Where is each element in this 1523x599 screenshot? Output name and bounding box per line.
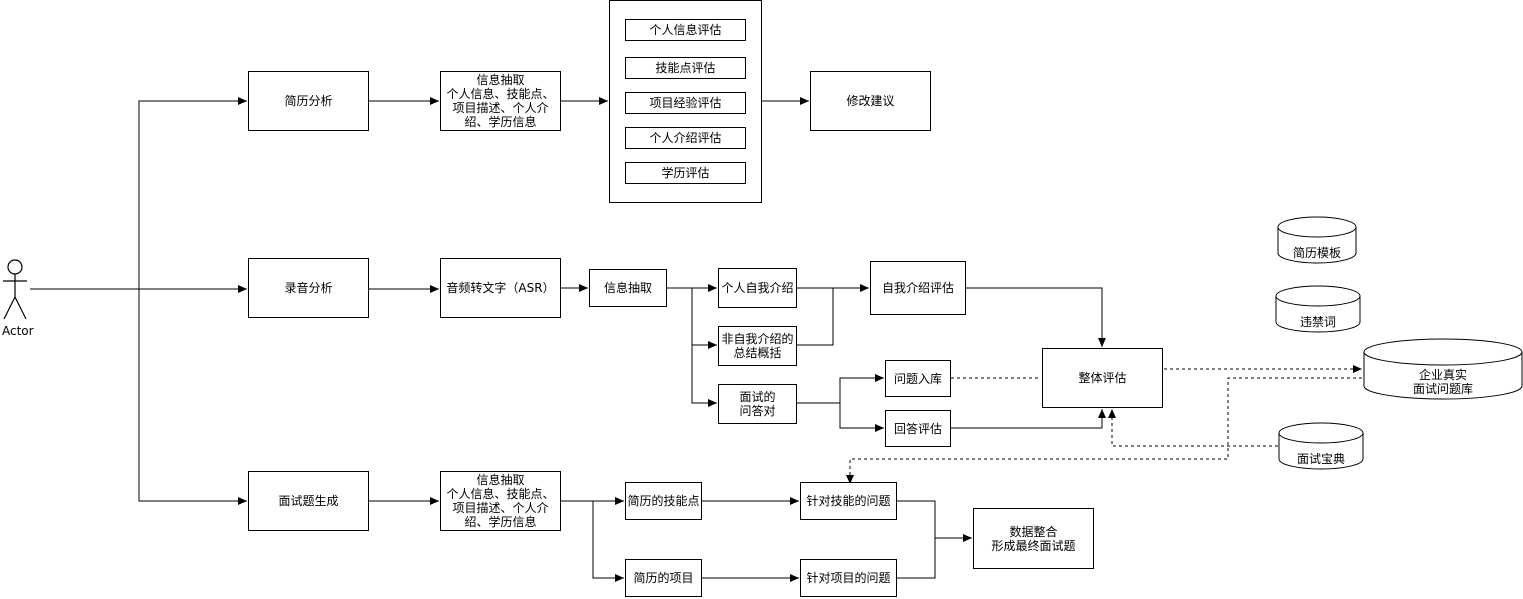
- suggestion-node[interactable]: 修改建议: [810, 71, 931, 131]
- eval-personal-info-node[interactable]: 个人信息评估: [625, 19, 746, 41]
- asr-node[interactable]: 音频转文字（ASR）: [440, 258, 561, 318]
- interview-guide-label: 面试宝典: [1296, 452, 1345, 466]
- resume-analysis-node[interactable]: 简历分析: [248, 71, 369, 131]
- edge-actor-questions: [138, 289, 247, 505]
- question-bank-label: 企业真实 面试问题库: [1412, 368, 1473, 396]
- eval-intro-node[interactable]: 个人介绍评估: [625, 127, 746, 149]
- resume-skills-node[interactable]: 简历的技能点: [625, 482, 702, 520]
- resume-projects-node[interactable]: 简历的项目: [625, 559, 702, 597]
- data-merge-node[interactable]: 数据整合 形成最终面试题: [973, 508, 1094, 569]
- overall-eval-node[interactable]: 整体评估: [1042, 348, 1163, 408]
- intro-eval-node[interactable]: 自我介绍评估: [870, 261, 966, 315]
- info-extract-node-2[interactable]: 信息抽取: [589, 269, 667, 307]
- edge-qa-answereval: [839, 403, 884, 432]
- edge-guide-overall-dashed: [1108, 409, 1278, 447]
- eval-skills-node[interactable]: 技能点评估: [625, 57, 746, 79]
- cylinder-interview-guide: [1278, 422, 1364, 470]
- qa-pairs-node[interactable]: 面试的 问答对: [718, 384, 797, 424]
- answer-eval-node[interactable]: 回答评估: [885, 410, 951, 447]
- banned-words-label: 违禁词: [1299, 315, 1336, 329]
- edge-nonintro-introeval: [797, 288, 834, 346]
- question-gen-node[interactable]: 面试题生成: [248, 471, 369, 531]
- self-intro-node[interactable]: 个人自我介绍: [718, 268, 797, 308]
- cylinder-resume-template: [1277, 216, 1357, 264]
- edge-actor-resume: [138, 97, 247, 289]
- edge-extract-projects: [592, 501, 624, 582]
- cylinder-question-bank: [1363, 338, 1523, 400]
- non-intro-summary-node[interactable]: 非自我介绍的 总结概括: [718, 326, 797, 366]
- edge-introeval-overall: [966, 287, 1106, 347]
- edge-extract-qa: [691, 345, 717, 407]
- eval-project-node[interactable]: 项目经验评估: [625, 92, 746, 114]
- edge-bank-skillq-dashed: [846, 377, 1362, 484]
- edge-questions-join: [897, 500, 936, 579]
- edge-answereval-overall: [951, 409, 1106, 429]
- question-store-node[interactable]: 问题入库: [885, 360, 951, 397]
- info-extract-node-3[interactable]: 信息抽取 个人信息、技能点、 项目描述、个人介 绍、学历信息: [440, 471, 561, 531]
- actor-icon: [3, 259, 27, 320]
- cylinder-banned-words: [1275, 285, 1361, 333]
- actor-label: Actor: [2, 324, 34, 338]
- eval-education-node[interactable]: 学历评估: [625, 162, 746, 184]
- edge-extract-nonintro: [691, 288, 717, 349]
- skill-questions-node[interactable]: 针对技能的问题: [800, 482, 897, 520]
- project-questions-node[interactable]: 针对项目的问题: [800, 559, 897, 597]
- info-extract-node-1[interactable]: 信息抽取 个人信息、技能点、 项目描述、个人介 绍、学历信息: [440, 71, 561, 131]
- resume-template-label: 简历模板: [1292, 246, 1341, 260]
- edge-qa-store: [797, 374, 884, 404]
- audio-analysis-node[interactable]: 录音分析: [248, 258, 369, 318]
